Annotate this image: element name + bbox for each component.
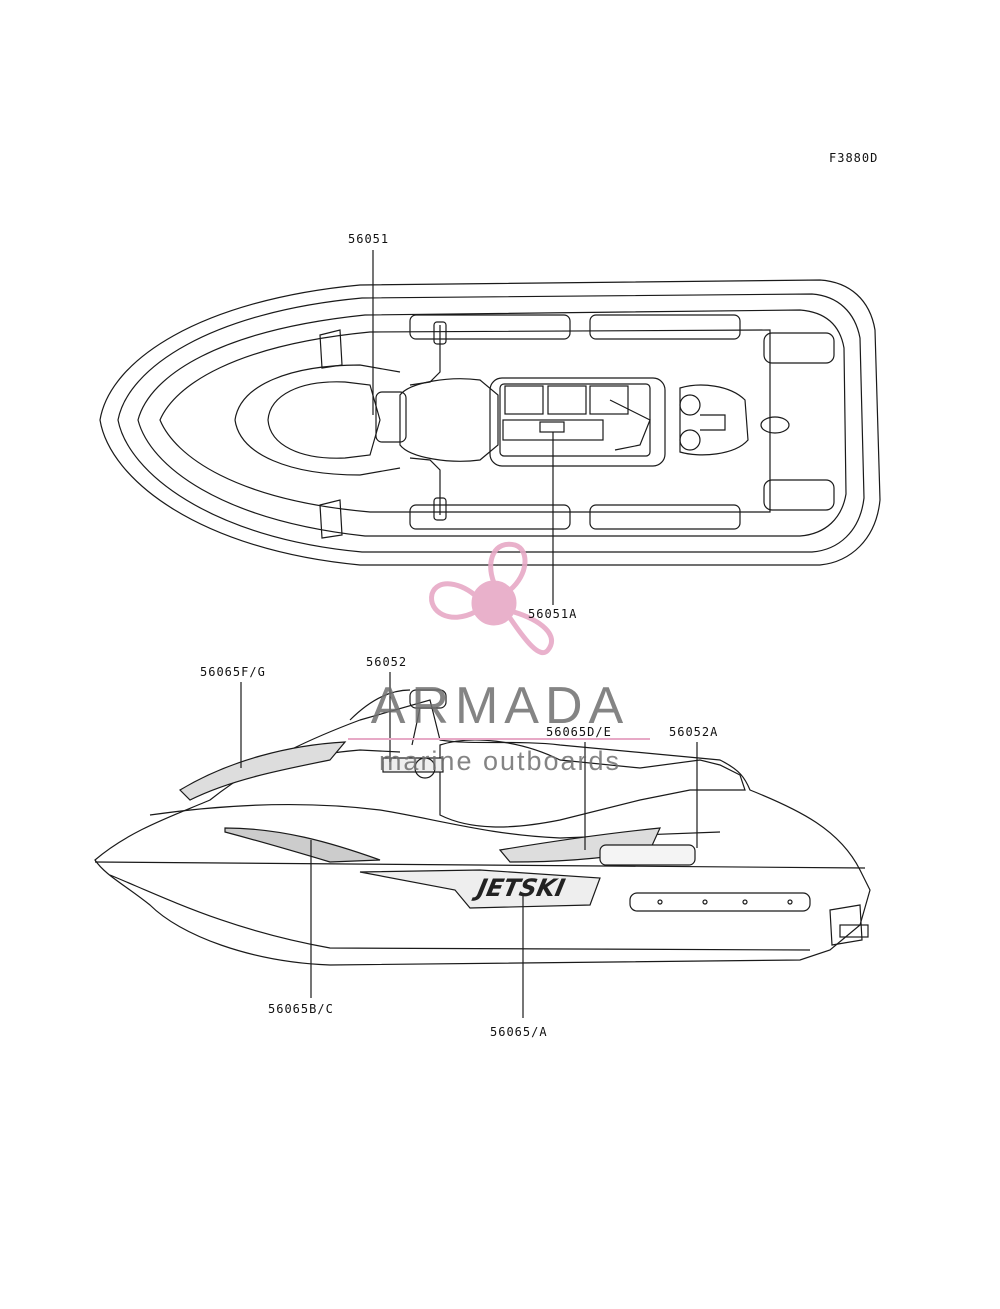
- callout-56065BC: 56065B/C: [268, 1002, 334, 1016]
- callout-56065A: 56065/A: [490, 1025, 548, 1039]
- jetski-hull-logo: JETSKI: [475, 874, 568, 902]
- watermark-rule: [348, 738, 650, 740]
- callout-56065FG: 56065F/G: [200, 665, 266, 679]
- top-view-hull: [99, 279, 881, 566]
- callout-56052A: 56052A: [669, 725, 719, 739]
- callout-56065DE: 56065D/E: [546, 725, 612, 739]
- armada-propeller-icon: [429, 541, 555, 656]
- callout-56051: 56051: [348, 232, 390, 246]
- callout-56051A: 56051A: [528, 607, 578, 621]
- watermark-tagline: marine outboards: [378, 746, 622, 776]
- side-view-hull: [94, 689, 871, 966]
- watermark-brand: ARMADA: [370, 677, 630, 735]
- callout-56052: 56052: [366, 655, 408, 669]
- figure-code: F3880D: [829, 151, 879, 165]
